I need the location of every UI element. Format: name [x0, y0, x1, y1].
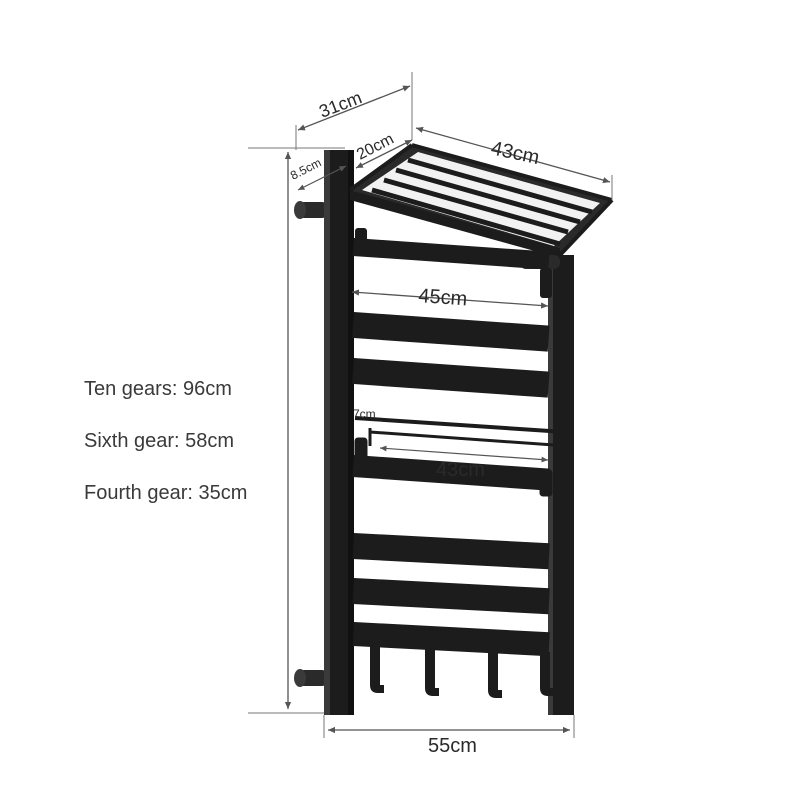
rung-3	[352, 358, 550, 398]
ladder-bars	[352, 238, 550, 615]
dim-lower-shelf-width: 43cm	[379, 445, 549, 481]
dim-depth-total: 31cm	[295, 72, 413, 150]
dim-lower-shelf-depth-label: 7cm	[353, 407, 376, 421]
dim-lower-shelf-depth: 7cm	[353, 407, 376, 421]
dim-overall-width-label: 55cm	[428, 735, 477, 757]
dim-bar-width-label: 45cm	[418, 285, 468, 310]
dim-overall-width: 55cm	[323, 715, 575, 757]
spec-sixth-gear: Sixth gear: 58cm	[84, 430, 235, 452]
rung-6	[352, 578, 550, 615]
bottom-hook-bar	[352, 622, 554, 698]
dim-wall-offset-label: 8.5cm	[288, 155, 323, 182]
spec-fourth-gear: Fourth gear: 35cm	[84, 482, 248, 504]
rung-1	[352, 238, 550, 270]
dim-bar-width: 45cm	[351, 285, 549, 310]
dim-depth-total-label: 31cm	[316, 87, 364, 121]
wall-bracket-top	[294, 201, 328, 219]
left-post	[324, 150, 354, 715]
rung-4	[352, 455, 550, 491]
dim-lower-shelf-width-label: 43cm	[436, 459, 485, 481]
middle-towel-bar	[354, 416, 570, 497]
wall-bracket-bottom	[294, 669, 328, 687]
dim-shelf-width-label: 43cm	[489, 137, 541, 169]
rung-2	[352, 312, 550, 352]
rung-5	[352, 532, 550, 570]
spec-ten-gears: Ten gears: 96cm	[84, 378, 232, 400]
